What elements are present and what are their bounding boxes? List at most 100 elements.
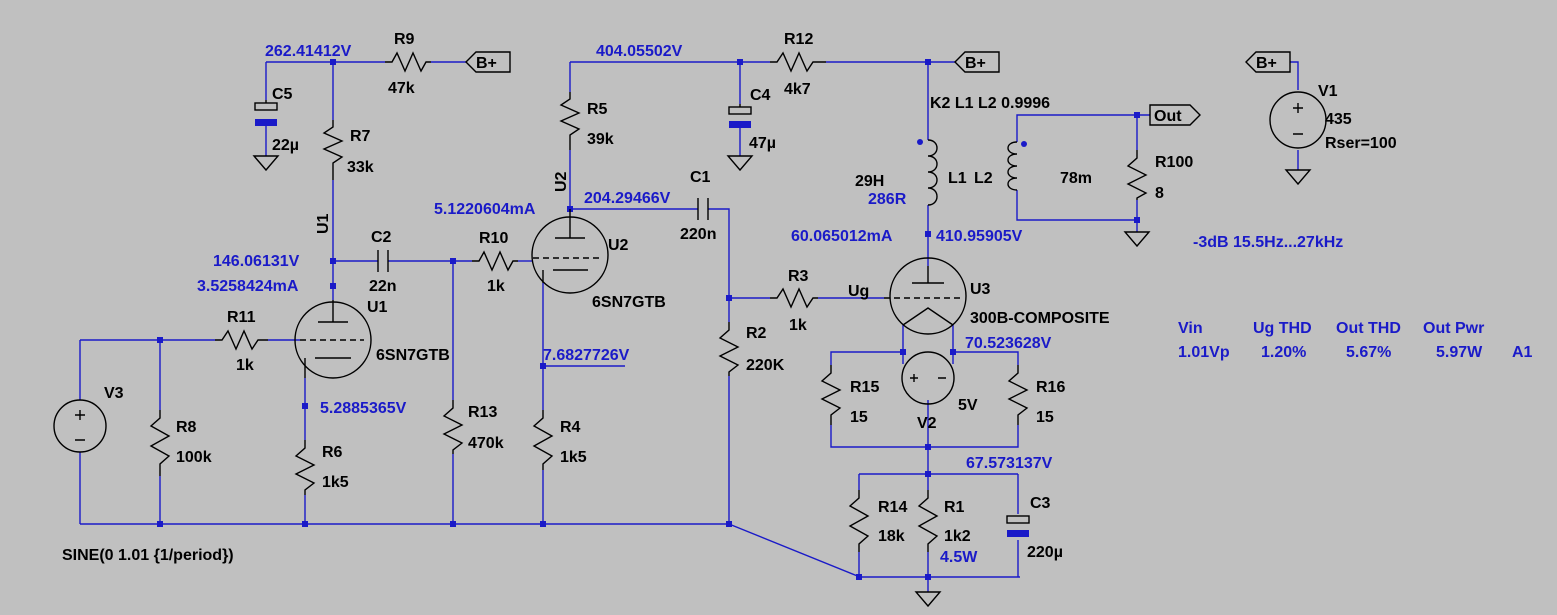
net-ug: Ug: [848, 283, 869, 300]
model-u3: 300B-COMPOSITE: [970, 310, 1110, 327]
results-header-ug-thd: Ug THD: [1253, 320, 1312, 337]
grounds: [252, 155, 1312, 608]
voltage-current-annotations: 262.41412V 404.05502V 5.1220604mA 204.29…: [197, 43, 1343, 566]
capacitor-c1: [697, 198, 709, 220]
val-r1: 1k2: [944, 528, 971, 545]
ground-icon: [252, 155, 280, 172]
ref-l1: L1: [948, 170, 967, 187]
results-value-out-thd: 5.67%: [1346, 344, 1391, 361]
results-value-vin: 1.01Vp: [1178, 344, 1230, 361]
val-c3: 220µ: [1027, 544, 1063, 561]
tube-u1: [294, 300, 372, 379]
ref-u1: U1: [367, 299, 388, 316]
results-value-ug-thd: 1.20%: [1261, 344, 1306, 361]
bplus-label-1: B+: [476, 55, 497, 72]
val-r16: 15: [1036, 409, 1054, 426]
source-v3-text: SINE(0 1.01 {1/period}): [62, 547, 234, 564]
capacitor-c3: [1006, 515, 1030, 537]
val-r100: 8: [1155, 185, 1164, 202]
val-c1: 220n: [680, 226, 716, 243]
component-labels: R9 47k C5 22µ R7 33k U1 C2 22n R10 1k U1…: [62, 31, 1397, 564]
val-r4: 1k5: [560, 449, 587, 466]
ground-icon: [914, 591, 942, 608]
ref-c4: C4: [750, 87, 771, 104]
val-c2: 22n: [369, 278, 397, 295]
resistor-r9: [385, 51, 431, 73]
ref-r3: R3: [788, 268, 809, 285]
bplus-label-2: B+: [965, 55, 986, 72]
val-l2: 78m: [1060, 170, 1092, 187]
ref-c3: C3: [1030, 495, 1051, 512]
val-v1: 435: [1325, 111, 1352, 128]
ref-c2: C2: [371, 229, 392, 246]
ref-r9: R9: [394, 31, 415, 48]
capacitor-c2: [377, 250, 389, 272]
resistor-r11: [215, 329, 268, 351]
ref-u2: U2: [608, 237, 629, 254]
val-r2: 220K: [746, 357, 785, 374]
ref-c5: C5: [272, 86, 293, 103]
ref-l2: L2: [974, 170, 993, 187]
ref-u2-vertical: U2: [553, 171, 570, 192]
source-v1: [1269, 91, 1327, 149]
resistor-r4: [532, 410, 554, 470]
val-r11: 1k: [236, 357, 254, 374]
bplus-flag-1: B+: [465, 51, 511, 73]
val-r3: 1k: [789, 317, 807, 334]
val-r14: 18k: [878, 528, 905, 545]
ref-r4: R4: [560, 419, 581, 436]
ref-r12: R12: [784, 31, 813, 48]
ref-r100: R100: [1155, 154, 1193, 171]
ann-fil-bottom: 67.573137V: [966, 455, 1053, 472]
ann-u1-current: 3.5258424mA: [197, 278, 299, 295]
ann-u2-plate: 204.29466V: [584, 190, 671, 207]
resistor-r10: [472, 250, 518, 272]
resistor-r7: [322, 120, 344, 180]
ground-icon: [1123, 231, 1151, 248]
tube-u2: [531, 209, 609, 294]
ann-bandwidth: -3dB 15.5Hz...27kHz: [1193, 234, 1343, 251]
wire-network: [79, 61, 1299, 592]
bplus-flag-2: B+: [954, 51, 1000, 73]
val-v2: 5V: [958, 397, 978, 414]
ann-u3-plate: 410.95905V: [936, 228, 1023, 245]
bplus-flag-3: B+: [1245, 51, 1291, 73]
capacitor-c5: [254, 100, 278, 126]
ann-u3-current: 60.065012mA: [791, 228, 893, 245]
inductor-l1: [927, 139, 938, 206]
ann-r1-power: 4.5W: [940, 549, 978, 566]
ground-icon: [726, 155, 754, 172]
bplus-label-3: B+: [1256, 55, 1277, 72]
ann-fil-top: 70.523628V: [965, 335, 1052, 352]
net-flags: B+ B+ B+ Out: [465, 51, 1291, 126]
ref-v1: V1: [1318, 83, 1338, 100]
val-r15: 15: [850, 409, 868, 426]
tube-u3: [884, 257, 967, 335]
inductor-l2: [1007, 141, 1018, 191]
model-u1: 6SN7GTB: [376, 347, 450, 364]
resistor-r12: [770, 51, 826, 73]
ann-u2-cathode: 7.6827726V: [543, 347, 630, 364]
ref-r14: R14: [878, 499, 907, 516]
resistor-r13: [442, 400, 464, 454]
resistor-r8: [149, 410, 171, 476]
val-r9: 47k: [388, 80, 415, 97]
ref-r16: R16: [1036, 379, 1065, 396]
ref-r11: R11: [227, 309, 256, 326]
resistors: [149, 51, 1148, 552]
ref-r1: R1: [944, 499, 965, 516]
resistor-r14: [848, 490, 870, 552]
out-label: Out: [1154, 108, 1182, 125]
ref-v2: V2: [917, 415, 937, 432]
val-r5: 39k: [587, 131, 614, 148]
ground-icon: [1284, 169, 1312, 186]
model-u2: 6SN7GTB: [592, 294, 666, 311]
resistor-r15: [820, 365, 842, 425]
ann-b1-node: 404.05502V: [596, 43, 683, 60]
resistor-r6: [294, 440, 316, 495]
resistor-r5: [559, 92, 581, 150]
coupling-k2: K2 L1 L2 0.9996: [930, 95, 1050, 112]
out-flag: Out: [1149, 104, 1201, 126]
resistor-r2: [718, 322, 740, 376]
